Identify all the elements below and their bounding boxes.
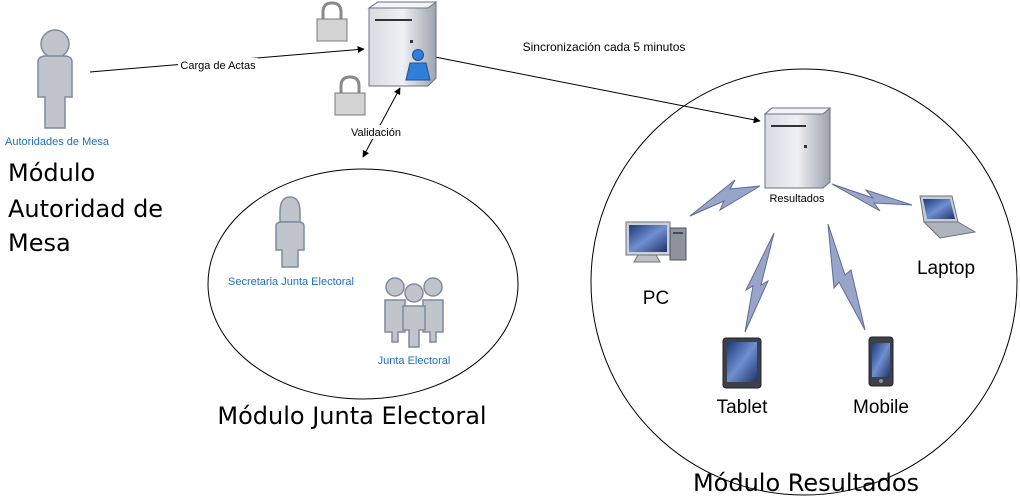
lightning-icon — [831, 183, 913, 212]
server-icon — [367, 1, 438, 87]
user-icon — [275, 196, 305, 268]
authority-module-title-2: Autoridad de — [8, 195, 163, 223]
sync-label: Sincronización cada 5 minutos — [523, 40, 686, 54]
sync-edge — [434, 56, 761, 124]
board-label: Junta Electoral — [378, 355, 451, 367]
pc-icon — [625, 221, 687, 263]
secretary-label: Secretaria Junta Electoral — [228, 276, 354, 288]
lock-icon — [334, 75, 366, 116]
mobile-label: Mobile — [853, 397, 909, 418]
results-module-boundary — [590, 68, 1018, 496]
board-module-boundary — [207, 168, 519, 400]
authority-module-title-1: Módulo — [8, 159, 95, 187]
lightning-icon — [744, 232, 775, 333]
validation-label: Validación — [351, 127, 401, 139]
lightning-icon — [689, 179, 761, 217]
lightning-icon — [827, 223, 866, 331]
user-icon — [384, 277, 444, 348]
tablet-icon — [722, 337, 762, 389]
board-module-title: Módulo Junta Electoral — [217, 402, 486, 430]
results-server-label: Resultados — [769, 193, 825, 205]
user-icon — [405, 49, 431, 81]
upload-label: Carga de Actas — [180, 60, 256, 72]
user-icon — [37, 29, 73, 129]
server-icon — [763, 107, 832, 189]
authorities-label: Autoridades de Mesa — [5, 136, 110, 148]
mobile-icon — [868, 336, 894, 387]
pc-label: PC — [643, 288, 669, 309]
lock-icon — [316, 1, 348, 42]
validation-edge — [362, 87, 401, 158]
laptop-label: Laptop — [917, 258, 975, 279]
results-module-title: Módulo Resultados — [693, 469, 919, 497]
laptop-icon — [919, 195, 977, 239]
authority-module-title-3: Mesa — [8, 229, 71, 257]
tablet-label: Tablet — [717, 397, 768, 418]
